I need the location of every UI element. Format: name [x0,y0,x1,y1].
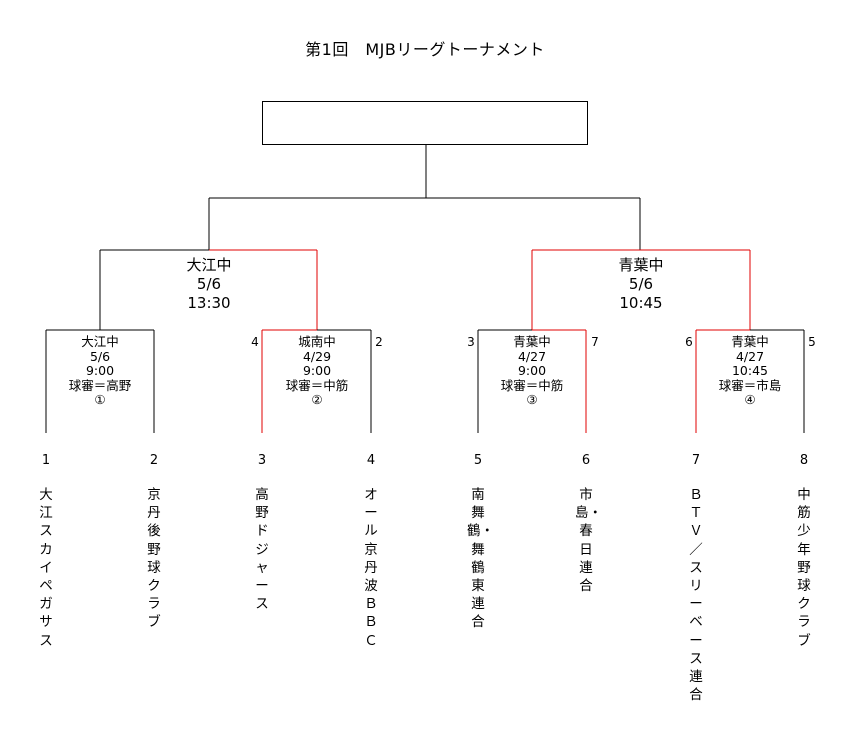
team-6-number: 6 [581,453,591,468]
quarterfinal-4-right-side: 5 [808,335,816,349]
team-2-name: 京丹後野球クラブ [147,487,161,631]
team-3-number: 3 [257,453,267,468]
team-2-number: 2 [149,453,159,468]
quarterfinal-1-info: 大江中 5/6 9:00 球審＝高野 ① [45,334,155,408]
quarterfinal-4-date: 4/27 [735,348,765,364]
quarterfinal-4-winner: 青葉中 [731,334,769,349]
quarterfinal-3-right-side: 7 [591,335,599,349]
semifinal-2-info: 青葉中 5/6 10:45 [581,256,701,313]
tournament-title: 第1回 MJBリーグトーナメント [305,40,545,59]
quarterfinal-3-info: 青葉中 4/27 9:00 球審＝中筋 ③ [477,334,587,408]
semifinal-1-info: 大江中 5/6 13:30 [149,256,269,313]
quarterfinal-2-time: 9:00 [302,363,332,378]
quarterfinal-3-left-side: 3 [467,335,475,349]
quarterfinal-1-number: ① [94,392,106,407]
quarterfinal-3-date: 4/27 [517,348,547,364]
quarterfinal-4-umpire: 球審＝市島 [718,377,782,393]
quarterfinal-2-date: 4/29 [302,348,332,364]
quarterfinal-2-info: 城南中 4/29 9:00 球審＝中筋 ② [262,334,372,408]
quarterfinal-2-umpire: 球審＝中筋 [285,377,349,393]
team-5-number: 5 [473,453,483,468]
quarterfinal-2-right-side: 2 [375,335,383,349]
team-8-name: 中筋少年野球クラブ [797,487,811,649]
semifinal-1-winner: 大江中 [186,256,232,274]
quarterfinal-4-time: 10:45 [731,363,769,378]
team-8-number: 8 [799,453,809,468]
team-4-number: 4 [366,453,376,468]
quarterfinal-3-number: ③ [526,392,538,407]
quarterfinal-3-umpire: 球審＝中筋 [500,377,564,393]
quarterfinal-2-winner: 城南中 [298,334,336,349]
quarterfinal-2-number: ② [311,392,323,407]
quarterfinal-1-time: 9:00 [85,363,115,378]
team-1-number: 1 [41,453,51,468]
team-5-name: 南舞鶴・舞鶴東連合 [467,487,494,631]
semifinal-2-time: 10:45 [619,294,663,312]
quarterfinal-3-winner: 青葉中 [513,334,551,349]
quarterfinal-2-left-side: 4 [251,335,259,349]
semifinal-1-date: 5/6 [196,275,222,293]
quarterfinal-1-winner: 大江中 [81,334,119,349]
semifinal-2-winner: 青葉中 [618,256,664,274]
quarterfinal-1-date: 5/6 [89,348,111,364]
final-winner-box [262,101,588,145]
semifinal-2-date: 5/6 [628,275,654,293]
quarterfinal-1-umpire: 球審＝高野 [68,377,132,393]
team-4-name: オール京丹波ＢＢＣ [364,487,378,649]
quarterfinal-3-time: 9:00 [517,363,547,378]
team-7-name: ＢＴＶ／スリーベース連合 [689,487,703,704]
quarterfinal-4-info: 青葉中 4/27 10:45 球審＝市島 ④ [695,334,805,408]
team-6-name: 市島・春日連合 [575,487,602,595]
team-3-name: 高野ドジャース [255,487,269,613]
team-1-name: 大江スカイペガサス [39,487,53,649]
quarterfinal-4-left-side: 6 [685,335,693,349]
team-7-number: 7 [691,453,701,468]
quarterfinal-4-number: ④ [744,392,756,407]
semifinal-1-time: 13:30 [187,294,231,312]
